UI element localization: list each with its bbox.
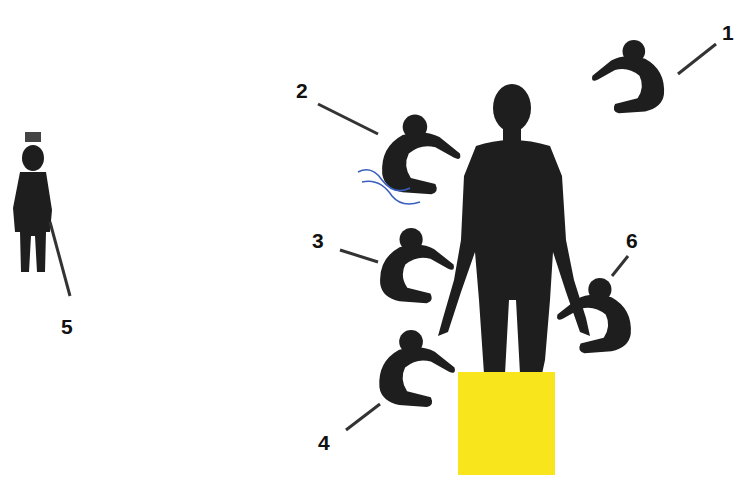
callout-number: 1 [722, 22, 734, 43]
yellow-box [458, 372, 555, 475]
callout-number: 4 [318, 432, 330, 453]
crouching-figure [557, 278, 631, 353]
callout-number: 3 [312, 230, 324, 251]
central-figure [438, 84, 590, 374]
crouching-figure [382, 115, 460, 195]
crouching-figure [380, 228, 454, 303]
callout-number: 2 [296, 80, 308, 101]
crouching-figure [592, 40, 664, 113]
callout-number: 6 [626, 230, 638, 251]
blue-cloth [358, 170, 420, 204]
leader-lines [318, 44, 716, 430]
callout-number: 5 [61, 316, 73, 337]
crouching-figure [379, 330, 455, 407]
standing-figure-with-stick [13, 132, 70, 296]
